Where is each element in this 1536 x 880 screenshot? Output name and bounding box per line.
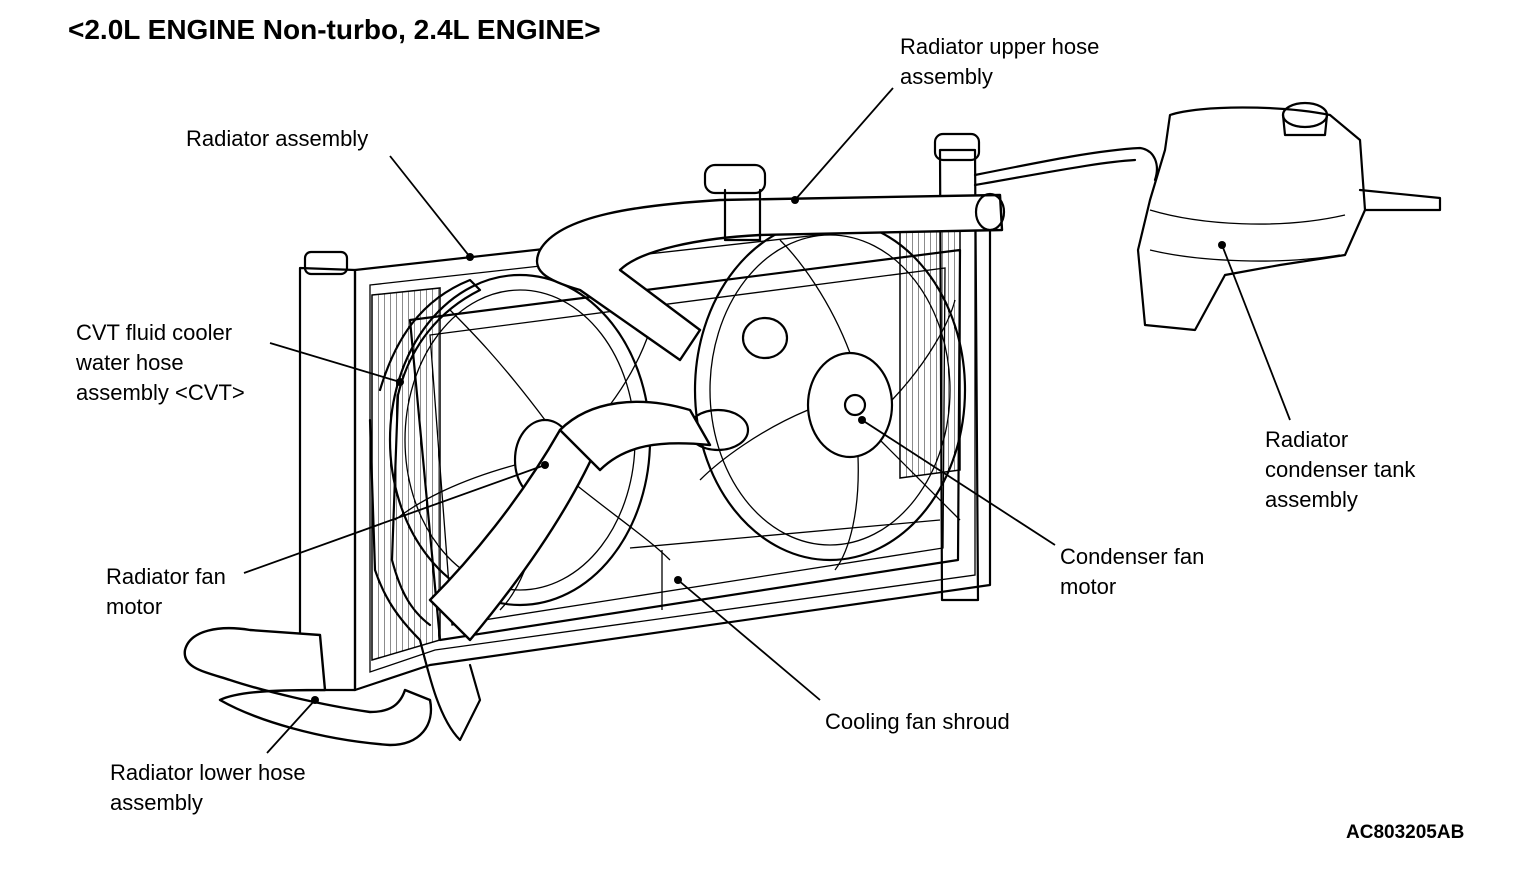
radiator-lower-hose-drawing [183, 400, 750, 747]
leader-condenser-fan-motor [861, 419, 1056, 546]
condenser-tank-drawing [1136, 101, 1442, 332]
figure-code: AC803205AB [1346, 822, 1465, 843]
radiator-upper-hose-drawing [535, 163, 1006, 362]
page-title: <2.0L ENGINE Non-turbo, 2.4L ENGINE> [68, 14, 601, 45]
label-radiator-upper-hose: Radiator upper hose assembly [900, 34, 1100, 89]
right-tank-cap [933, 132, 981, 162]
radiator-cap [703, 163, 767, 195]
leader-condenser-tank [1221, 244, 1291, 421]
label-condenser-tank: Radiator condenser tank assembly [1265, 427, 1416, 512]
leader-lines [243, 87, 1291, 754]
label-radiator-fan-motor: Radiator fan motor [106, 564, 226, 619]
leader-cvt-hose [269, 342, 401, 383]
overflow-hose-drawing [973, 146, 1158, 182]
leader-radiator-fan-motor [243, 464, 546, 574]
cvt-hose-drawing [378, 278, 482, 627]
label-condenser-fan-motor: Condenser fan motor [1060, 544, 1205, 599]
label-cooling-fan-shroud: Cooling fan shroud [825, 709, 1010, 734]
leader-upper-hose [794, 87, 894, 201]
leader-lower-hose [266, 699, 316, 754]
label-radiator-lower-hose: Radiator lower hose assembly [110, 760, 306, 815]
label-radiator-assembly: Radiator assembly [186, 126, 369, 151]
leader-radiator-assembly [389, 155, 471, 258]
leader-fan-shroud [677, 579, 821, 701]
left-tank-cap [303, 250, 349, 276]
label-cvt-hose: CVT fluid cooler water hose assembly <CV… [76, 320, 245, 405]
